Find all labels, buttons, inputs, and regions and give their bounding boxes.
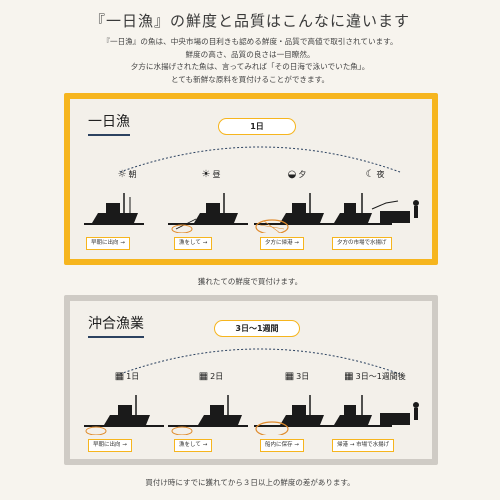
market-scene [332,193,419,225]
moon-icon: ☾ [365,169,375,180]
timeline-arc [119,348,401,375]
stage-week: ▦3日〜1週間後 帰港 → 市場で水揚げ [332,363,419,483]
calendar-icon: ▦ [114,371,125,382]
stage-evening: ◒夕 夕方に帰港 → [254,161,340,281]
stage-day1: ▦1日 早朝に出向 → [84,363,170,483]
boat-net-scene [254,193,334,233]
offshore-fishing-panel: 沖合漁業 3日〜1週間 ▦1日 早朝に出向 → ▦2日 漁をして → ▦3日 [64,295,438,465]
intro-text: 『一日漁』の魚は、中央市場の目利きも認める鮮度・品質で高値で取引されています。 … [0,36,500,86]
stage-day2: ▦2日 漁をして → [168,363,254,483]
one-day-fishing-panel: 一日漁 1日 ☼朝 早朝に出向 → ☀昼 漁をして → ◒夕 [64,93,438,265]
market-scene [332,395,419,427]
stage-night: ☾夜 夕方の市場で水揚げ [332,161,419,281]
stage-tag: 船内に保存 → [260,439,304,452]
stage-tag: 漁をして → [174,439,213,452]
stage-tag: 夕方に帰港 → [260,237,304,250]
duration-pill: 1日 [218,118,296,135]
panel-title: 一日漁 [88,111,130,136]
intro-line: 『一日漁』の魚は、中央市場の目利きも認める鮮度・品質で高値で取引されています。 [102,37,398,46]
stage-tag: 漁をして → [174,237,213,250]
boat-net-scene [254,395,334,435]
calendar-icon: ▦ [344,371,354,382]
sunrise-icon: ☼ [117,169,127,180]
intro-line: 鮮度の高さ、品質の良さは一目瞭然。 [185,49,315,59]
boat-net-scene [168,395,248,435]
boat-scene [84,395,164,435]
stage-tag: 早朝に出向 → [88,439,132,452]
sun-icon: ☀ [201,169,211,180]
boat-net-scene [168,193,248,233]
panel2-caption: 買付け時にすでに獲れてから３日以上の鮮度の差があります。 [145,478,355,487]
stage-tag: 早朝に出向 → [86,237,130,250]
duration-pill: 3日〜1週間 [214,320,300,337]
headline: 『一日漁』の鮮度と品質はこんなに違います [89,12,410,30]
stage-noon: ☀昼 漁をして → [168,161,254,281]
stage-tag: 夕方の市場で水揚げ [332,237,392,250]
stage-morning: ☼朝 早朝に出向 → [84,161,170,281]
intro-line: 夕方に水揚げされた魚は、言ってみれば「その日海で泳いでいた魚」。 [130,62,370,71]
boat-scene [84,193,144,225]
intro-line: とても新鮮な原料を買付けることができます。 [170,74,330,84]
calendar-icon: ▦ [198,371,209,382]
stage-tag: 帰港 → 市場で水揚げ [332,439,395,452]
panel-title: 沖合漁業 [88,313,144,338]
panel1-caption: 獲れたての鮮度で買付けます。 [197,277,303,286]
stage-day3: ▦3日 船内に保存 → [254,363,340,483]
timeline-arc [119,146,401,173]
sunset-icon: ◒ [287,169,297,180]
calendar-icon: ▦ [284,371,295,382]
